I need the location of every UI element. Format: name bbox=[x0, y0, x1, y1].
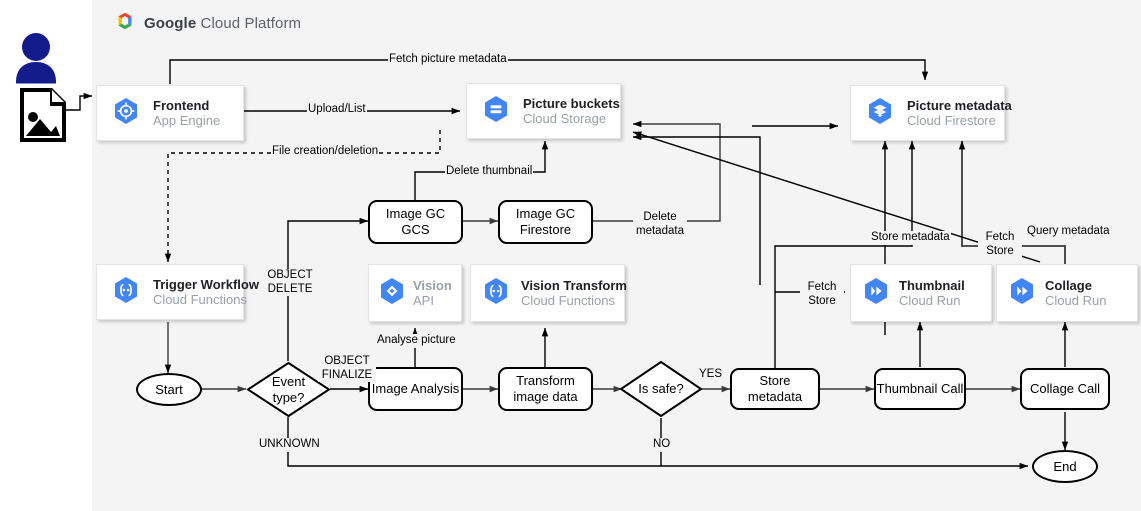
actor-user-with-picture bbox=[6, 24, 86, 154]
edge-label-line1: Delete bbox=[643, 211, 677, 223]
card-frontend[interactable]: Frontend App Engine bbox=[96, 85, 244, 141]
edge-label-line1: OBJECT bbox=[324, 355, 370, 367]
card-subtitle: Cloud Run bbox=[1045, 293, 1107, 308]
card-title: Picture buckets bbox=[523, 95, 620, 111]
card-subtitle: Cloud Run bbox=[899, 293, 961, 308]
card-title: Picture metadata bbox=[907, 97, 1012, 113]
node-end[interactable]: End bbox=[1032, 450, 1098, 483]
edge-label-unknown: UNKNOWN bbox=[258, 438, 321, 452]
node-label: Is safe? bbox=[638, 381, 684, 397]
card-trigger-workflow[interactable]: Trigger Workflow Cloud Functions bbox=[96, 264, 259, 333]
card-subtitle: Cloud Functions bbox=[153, 292, 247, 307]
card-title: Trigger Workflow bbox=[153, 276, 259, 292]
card-subtitle: Cloud Storage bbox=[523, 111, 607, 126]
edge-label-line1: OBJECT bbox=[267, 269, 313, 281]
edge-label-line1: Fetch bbox=[985, 231, 1015, 243]
edge-label-line2: DELETE bbox=[267, 282, 313, 295]
edge-label-line2: FINALIZE bbox=[321, 368, 373, 381]
image-file-icon bbox=[20, 88, 66, 142]
edge-label-line2: Store bbox=[808, 294, 836, 307]
edge-label-analyse-picture: Analyse picture bbox=[376, 334, 457, 348]
vision-api-icon bbox=[377, 276, 407, 311]
node-image-gc-gcs[interactable]: Image GC GCS bbox=[368, 200, 463, 244]
cloud-functions-icon bbox=[111, 275, 141, 310]
user-person-icon bbox=[16, 33, 56, 84]
edge-label-query-metadata: Query metadata bbox=[1026, 225, 1111, 239]
node-image-analysis[interactable]: Image Analysis bbox=[368, 367, 463, 411]
edge-label-delete-thumbnail: Delete thumbnail bbox=[445, 165, 534, 179]
node-thumbnail-call[interactable]: Thumbnail Call bbox=[874, 368, 966, 410]
card-subtitle: Cloud Functions bbox=[521, 293, 615, 308]
edge-label-delete-metadata: Delete metadata bbox=[633, 211, 687, 239]
node-collage-call[interactable]: Collage Call bbox=[1020, 368, 1110, 410]
edge-label-no: NO bbox=[652, 438, 672, 452]
node-label: Collage Call bbox=[1029, 381, 1101, 397]
node-label-line2: Firestore bbox=[519, 222, 572, 237]
card-title: Frontend bbox=[153, 97, 210, 113]
node-label-line1: Transform bbox=[516, 373, 575, 389]
edge-label-upload-list: Upload/List bbox=[307, 103, 367, 117]
cloud-functions-icon bbox=[481, 276, 511, 311]
card-subtitle: App Engine bbox=[153, 113, 221, 128]
node-start[interactable]: Start bbox=[136, 373, 202, 406]
google-cloud-logo-icon bbox=[114, 10, 136, 37]
card-thumbnail[interactable]: Thumbnail Cloud Run bbox=[850, 264, 992, 322]
node-label-line1: Image GC bbox=[515, 206, 576, 222]
cloud-run-icon bbox=[1007, 276, 1037, 311]
node-store-metadata[interactable]: Store metadata bbox=[730, 368, 820, 410]
node-label: End bbox=[1053, 459, 1077, 474]
cloud-run-icon bbox=[861, 276, 891, 311]
card-title: Vision Transform bbox=[521, 277, 627, 293]
gcp-platform-header: Google Cloud Platform bbox=[114, 10, 301, 37]
node-label-line2: image data bbox=[513, 389, 578, 404]
card-collage[interactable]: Collage Cloud Run bbox=[996, 264, 1138, 322]
edge-label-line2: Store bbox=[986, 244, 1014, 257]
edge-label-object-delete: OBJECT DELETE bbox=[260, 269, 320, 297]
edge-label-fetch-picture-metadata: Fetch picture metadata bbox=[388, 53, 508, 67]
node-label: Thumbnail Call bbox=[876, 381, 964, 397]
node-label-line2: type? bbox=[272, 389, 305, 405]
cloud-storage-icon bbox=[481, 94, 511, 129]
card-vision-api[interactable]: Vision API bbox=[368, 264, 462, 322]
edge-label-object-finalize: OBJECT FINALIZE bbox=[318, 355, 376, 383]
card-subtitle: API bbox=[413, 293, 434, 308]
node-label-line2: GCS bbox=[401, 222, 430, 237]
card-picture-buckets[interactable]: Picture buckets Cloud Storage bbox=[466, 83, 634, 152]
node-label: Store metadata bbox=[747, 373, 803, 404]
node-label: Start bbox=[155, 382, 183, 397]
card-vision-transform[interactable]: Vision Transform Cloud Functions bbox=[470, 264, 627, 322]
node-label-line1: Event bbox=[271, 373, 306, 389]
cloud-firestore-icon bbox=[865, 96, 895, 131]
page-title: Google Cloud Platform bbox=[144, 15, 301, 32]
node-label: Image Analysis bbox=[371, 381, 460, 397]
node-event-type[interactable]: Event type? bbox=[246, 361, 331, 418]
brand-bold: Google bbox=[144, 15, 197, 32]
app-engine-icon bbox=[111, 96, 141, 131]
card-title: Thumbnail bbox=[899, 277, 965, 293]
card-title: Collage bbox=[1045, 277, 1092, 293]
card-subtitle: Cloud Firestore bbox=[907, 113, 996, 128]
node-is-safe[interactable]: Is safe? bbox=[619, 360, 703, 418]
edge-label-store-metadata: Store metadata bbox=[870, 231, 951, 245]
edge-label-line1: Fetch bbox=[807, 281, 837, 293]
card-title: Vision bbox=[413, 277, 452, 293]
node-label-line1: Image GC bbox=[385, 206, 446, 222]
node-image-gc-firestore[interactable]: Image GC Firestore bbox=[498, 200, 593, 244]
edge-label-yes: YES bbox=[698, 368, 724, 382]
edge-label-line2: metadata bbox=[636, 224, 684, 237]
edge-label-fetch-store-right: Fetch Store bbox=[978, 231, 1022, 259]
card-picture-metadata[interactable]: Picture metadata Cloud Firestore bbox=[850, 85, 1012, 141]
edge-label-file-creation-deletion: File creation/deletion bbox=[271, 145, 380, 159]
brand-rest: Cloud Platform bbox=[196, 15, 302, 32]
edge-label-fetch-store-left: Fetch Store bbox=[800, 281, 844, 309]
node-transform-image-data[interactable]: Transform image data bbox=[498, 367, 593, 411]
